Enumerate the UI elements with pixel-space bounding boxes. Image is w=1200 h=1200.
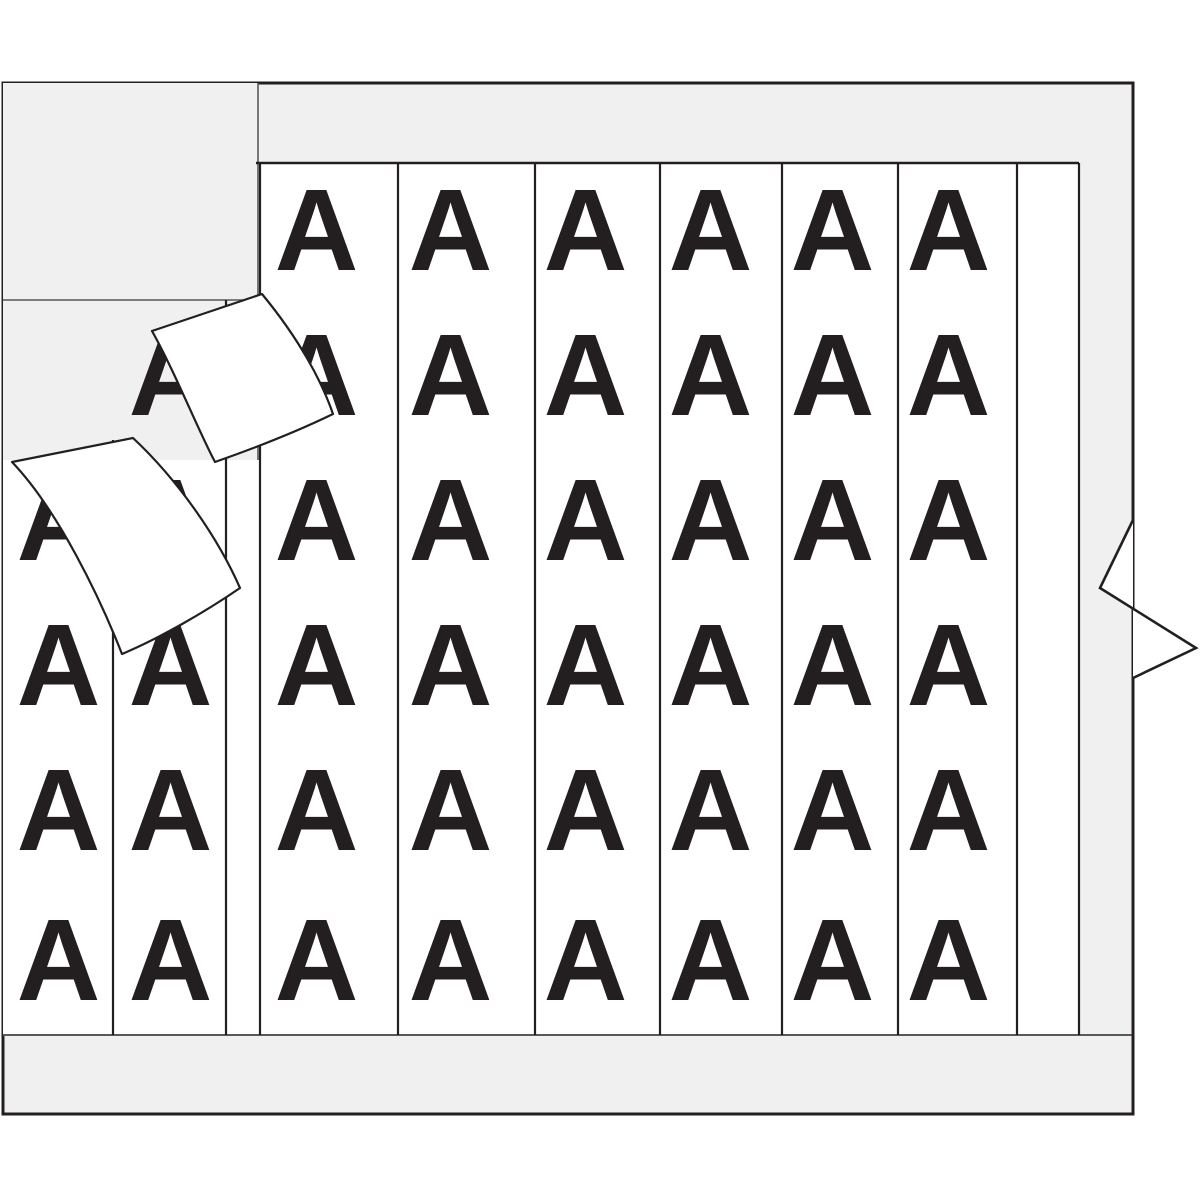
backing-corner-upper-left [3, 83, 258, 300]
backing-corner-lower-left [3, 300, 258, 460]
sheet-right-edge-notch [1098, 519, 1199, 680]
